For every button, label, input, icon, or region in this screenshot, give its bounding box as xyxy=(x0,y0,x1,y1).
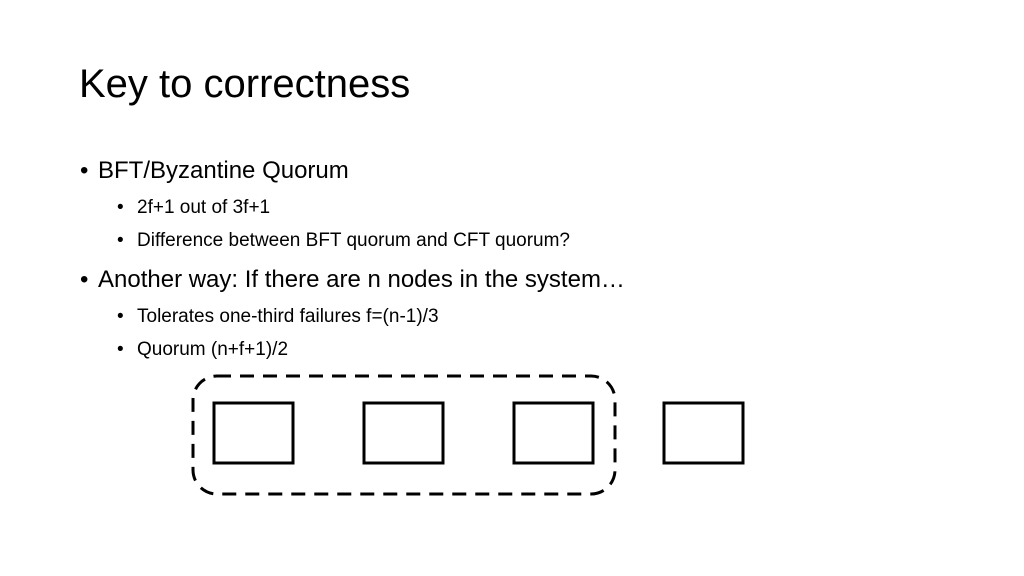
bullet-text: BFT/Byzantine Quorum xyxy=(98,157,349,184)
sub-bullet-text: 2f+1 out of 3f+1 xyxy=(137,197,271,218)
sub-bullet-text: Quorum (n+f+1)/2 xyxy=(137,339,289,360)
node-box xyxy=(362,401,445,465)
bullet-dot: • xyxy=(117,230,124,251)
node-box xyxy=(512,401,595,465)
bullet-dot: • xyxy=(80,157,89,184)
node-box xyxy=(212,401,295,465)
node-group xyxy=(212,401,745,465)
sub-bullet-text: Difference between BFT quorum and CFT qu… xyxy=(137,230,571,251)
quorum-dashed-outline xyxy=(191,374,617,496)
node-box xyxy=(662,401,745,465)
slide-title: Key to correctness xyxy=(79,62,411,106)
bullet-dot: • xyxy=(80,266,89,293)
bullet-dot: • xyxy=(117,306,124,327)
bullet-dot: • xyxy=(117,197,124,218)
bullet-dot: • xyxy=(117,339,124,360)
bullet-text: Another way: If there are n nodes in the… xyxy=(98,266,625,293)
sub-bullet-text: Tolerates one-third failures f=(n-1)/3 xyxy=(137,306,439,327)
